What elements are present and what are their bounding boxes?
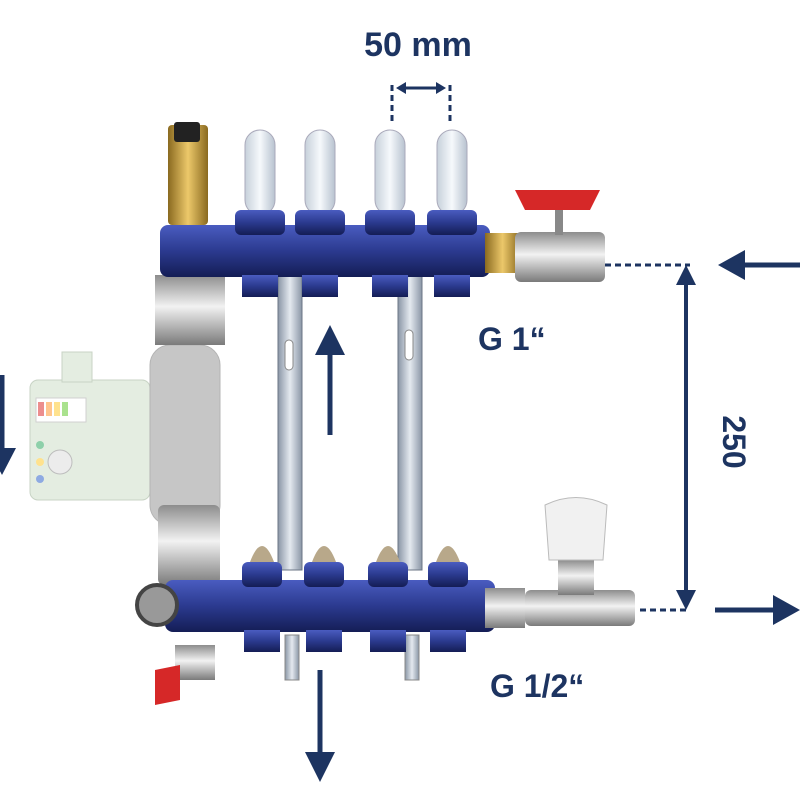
lower-union [158,505,220,585]
flow-meters [235,129,477,297]
thermostatic-head[interactable] [544,497,608,561]
spacing-label: 50 mm [364,26,472,64]
mounting-bracket-left [277,249,303,571]
air-vent [168,125,208,225]
top-thread-label: G 1“ [478,321,546,357]
supply-inlet-arrow-icon [718,250,800,280]
return-manifold [135,497,635,705]
height-dimension [605,263,696,612]
spacing-dimension [390,82,452,125]
pump-display [35,397,87,423]
pump-down-arrow-icon [0,375,16,475]
bottom-thread-label: G 1/2“ [490,668,584,704]
flow-up-arrow-icon [315,325,345,435]
red-valve-handle[interactable] [515,190,600,210]
circulation-pump [29,344,221,526]
ball-valve-supply [515,232,605,282]
mounting-bracket-right [397,249,423,571]
flow-down-arrow-icon [305,670,335,782]
return-valves [242,546,468,652]
upper-union [155,275,225,345]
height-label: 250 [716,415,752,468]
return-outlet-arrow-icon [715,595,800,625]
drain-valve-handle[interactable] [155,665,180,705]
thermometer [135,583,179,627]
bypass-valve [525,590,635,626]
supply-manifold [160,190,605,282]
